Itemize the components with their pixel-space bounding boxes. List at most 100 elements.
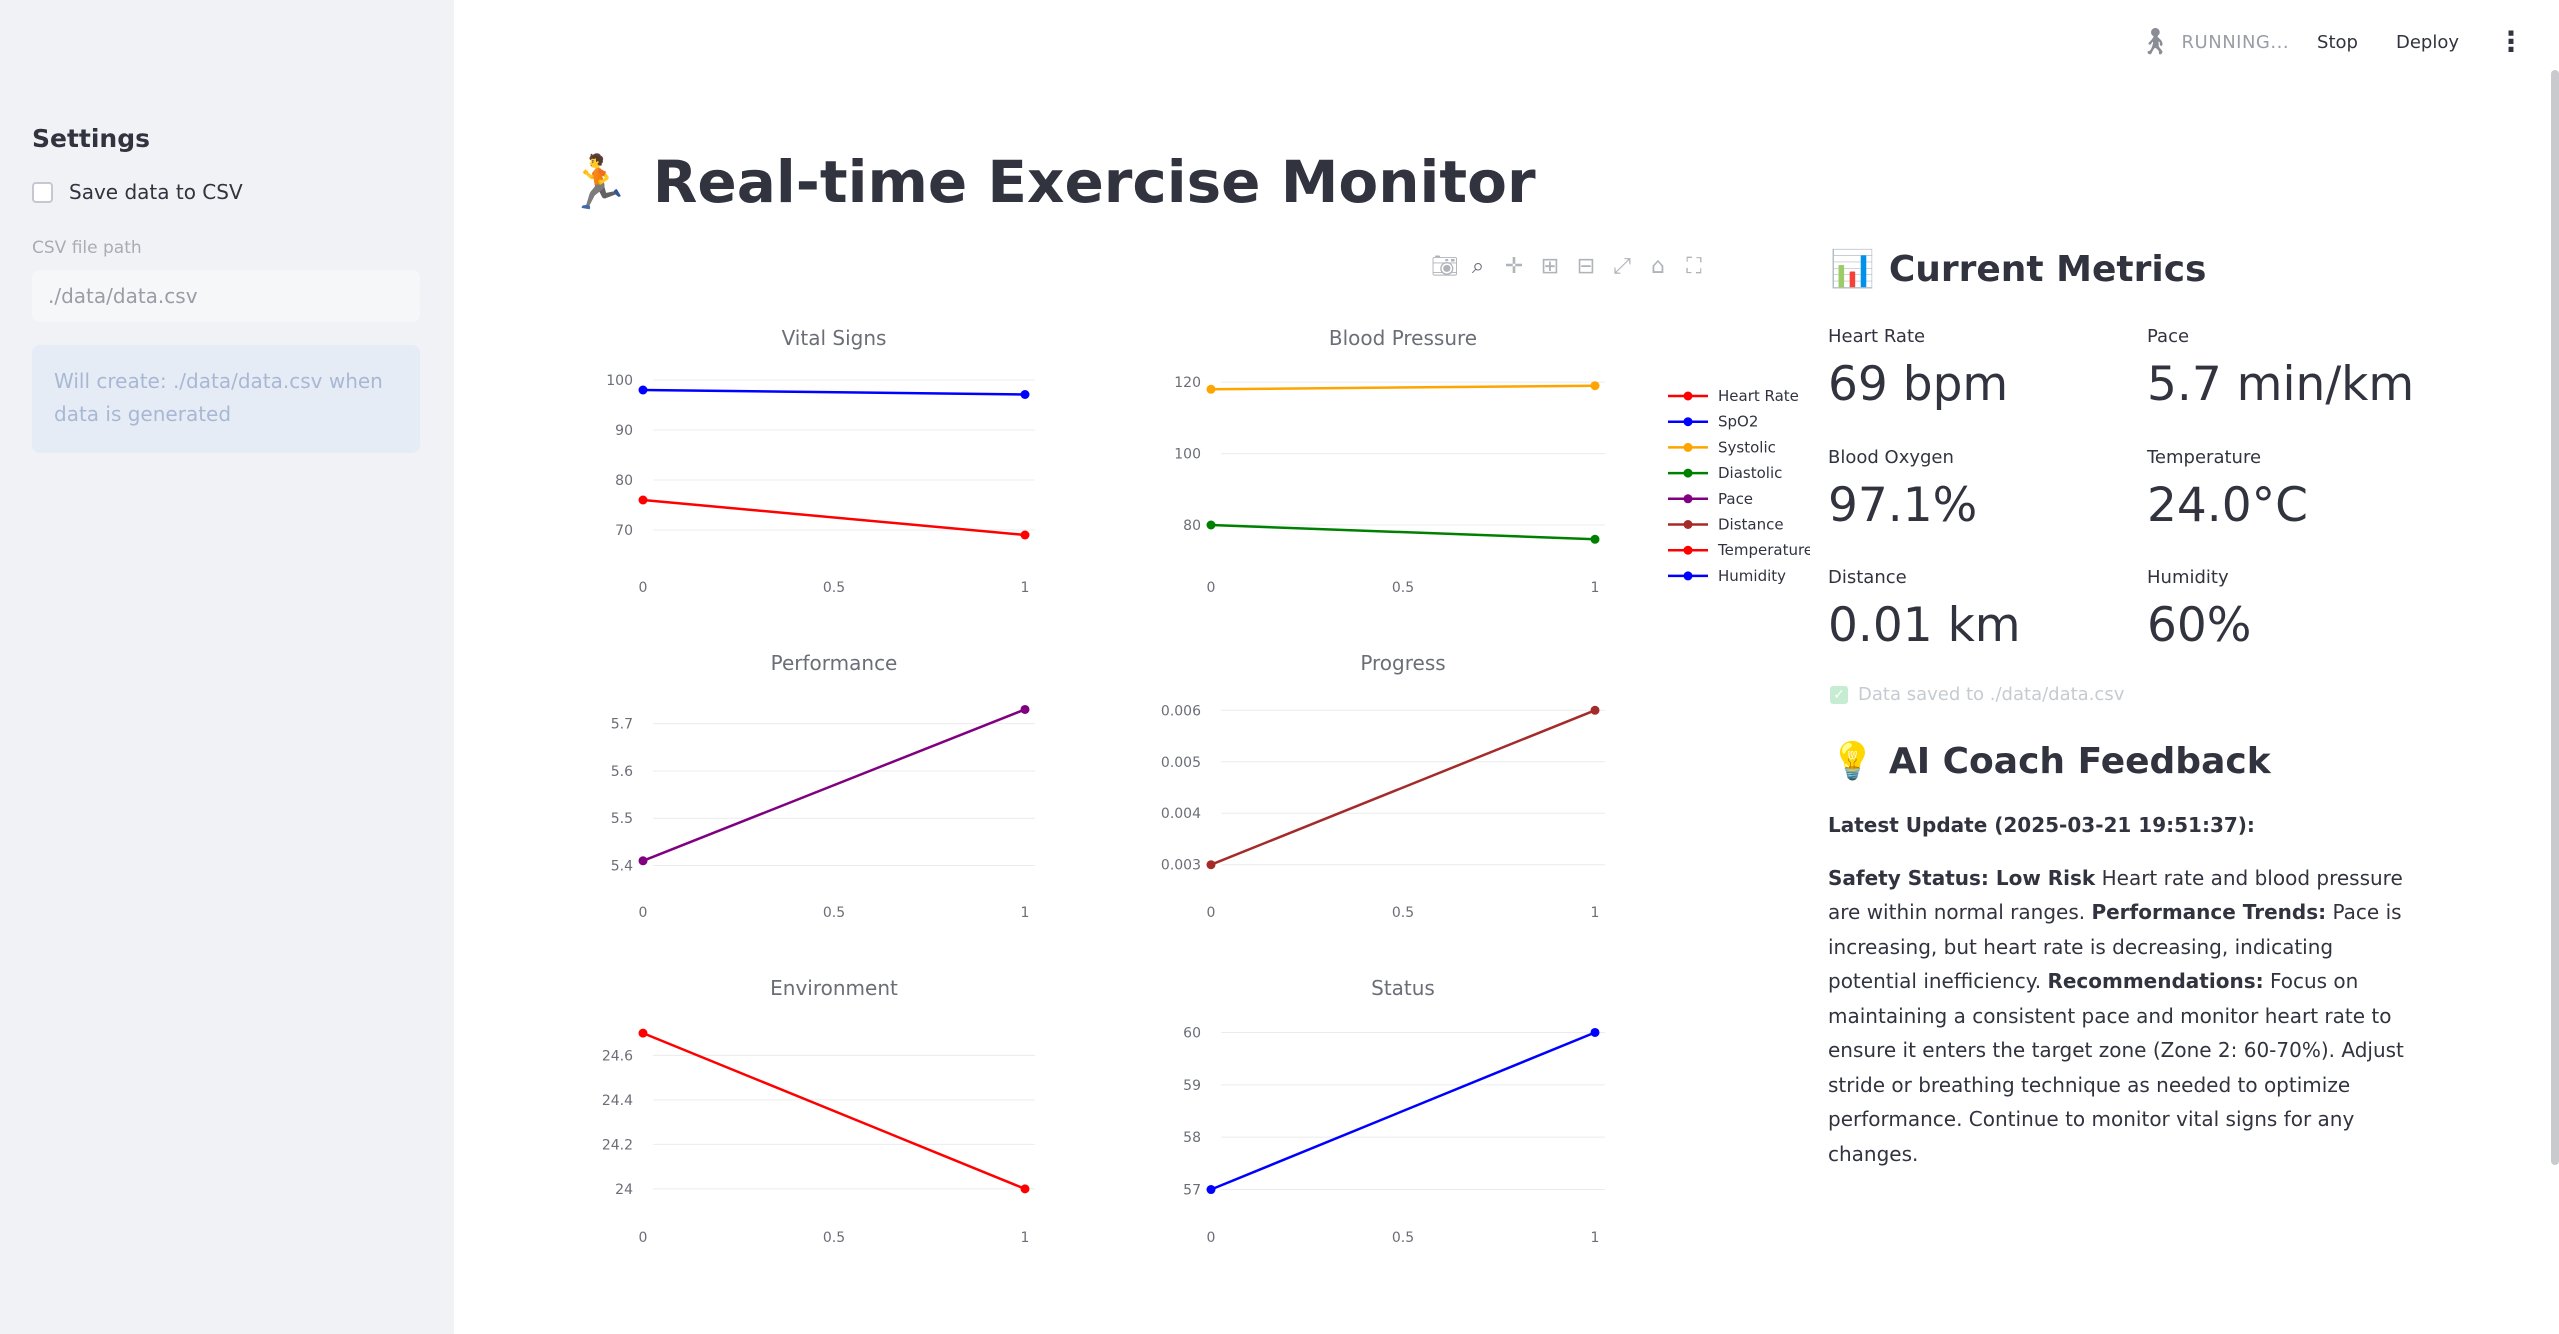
perf-text: Pace is increasing, but heart rate is de… — [1828, 900, 2402, 993]
x-tick-label: 1 — [1021, 580, 1030, 596]
x-tick-label: 0.5 — [823, 580, 845, 596]
x-tick-label: 1 — [1021, 1230, 1030, 1246]
metric-value: 24.0°C — [2147, 478, 2308, 533]
series-line — [642, 708, 1026, 862]
data-point — [1590, 381, 1600, 391]
series-line — [1210, 384, 1596, 391]
rec-text: Focus on maintaining a consistent pace a… — [1828, 969, 2404, 1166]
autoscale-icon[interactable]: ⤢ — [1613, 254, 1631, 279]
checkbox-box[interactable] — [32, 181, 53, 203]
fullscreen-icon[interactable]: ⛶ — [1686, 254, 1702, 279]
deploy-button[interactable]: Deploy — [2395, 31, 2459, 53]
running-person-icon: 🚶︎ — [2138, 27, 2172, 57]
page-title-text: Real-time Exercise Monitor — [652, 148, 1536, 216]
top-toolbar: 🚶︎ RUNNING... Stop Deploy ⋮ — [2139, 26, 2525, 58]
chart-title: Vital Signs — [782, 326, 887, 350]
metric-label: Pace — [2147, 326, 2190, 347]
series-line — [642, 498, 1026, 537]
legend-label: Heart Rate — [1718, 387, 1799, 405]
data-point — [1206, 1185, 1216, 1195]
legend-label: Temperature — [1717, 541, 1810, 559]
legend-marker — [1683, 417, 1693, 427]
legend-label: Diastolic — [1718, 464, 1782, 482]
zoom-icon[interactable]: ⌕ — [1471, 254, 1485, 279]
save-csv-checkbox[interactable]: Save data to CSV — [32, 180, 243, 204]
data-point — [1206, 860, 1216, 870]
coach-feedback: Latest Update (2025-03-21 19:51:37): Saf… — [1828, 808, 2428, 1189]
info-box: Will create: ./data/data.csv when data i… — [32, 345, 420, 453]
safety-text: Heart rate and blood pressure are within… — [1828, 865, 2403, 925]
data-point — [638, 1028, 648, 1038]
data-point — [1206, 520, 1216, 530]
x-tick-label: 0.5 — [823, 1230, 845, 1246]
data-point — [1590, 1027, 1600, 1037]
legend-label: Pace — [1718, 490, 1753, 508]
data-point — [638, 385, 648, 395]
coach-title: AI Coach Feedback — [1888, 740, 2271, 782]
metrics-title: Current Metrics — [1888, 248, 2207, 290]
legend-label: SpO2 — [1718, 413, 1758, 431]
csv-path-input[interactable]: ./data/data.csv — [32, 270, 420, 322]
y-tick-label: 57 — [1183, 1183, 1201, 1199]
rec-label: Recommendations: — [2047, 969, 2264, 993]
x-tick-label: 0 — [639, 1230, 648, 1246]
metric-temperature: Temperature 24.0°C — [2147, 447, 2308, 533]
data-point — [1020, 1184, 1030, 1194]
x-tick-label: 0 — [639, 580, 648, 596]
y-tick-label: 24 — [615, 1182, 633, 1198]
saved-note: ✓ Data saved to ./data/data.csv — [1830, 684, 2124, 705]
x-tick-label: 0.5 — [823, 905, 845, 921]
zoom-out-icon[interactable]: ⊟ — [1576, 254, 1596, 279]
y-tick-label: 5.6 — [611, 764, 633, 780]
y-tick-label: 100 — [606, 373, 633, 389]
legend-marker — [1683, 468, 1693, 478]
pan-icon[interactable]: ✛ — [1504, 254, 1524, 279]
legend-marker — [1683, 391, 1693, 401]
scrollbar[interactable] — [2551, 70, 2559, 1165]
zoom-in-icon[interactable]: ⊞ — [1540, 254, 1560, 279]
data-point — [638, 495, 648, 505]
y-tick-label: 0.004 — [1161, 806, 1201, 822]
data-point — [1590, 705, 1600, 715]
coach-heading: 💡 AI Coach Feedback — [1830, 740, 2271, 783]
chart-title: Progress — [1360, 651, 1445, 675]
chart-title: Status — [1371, 976, 1435, 1000]
y-tick-label: 24.6 — [602, 1048, 633, 1064]
legend-marker — [1683, 571, 1693, 581]
chart-title: Blood Pressure — [1329, 326, 1477, 350]
saved-note-text: Data saved to ./data/data.csv — [1858, 684, 2125, 705]
check-icon: ✓ — [1830, 685, 1848, 704]
main-menu-icon[interactable]: ⋮ — [2497, 25, 2525, 58]
stop-button[interactable]: Stop — [2317, 31, 2358, 53]
page-title: 🏃 Real-time Exercise Monitor — [566, 148, 1536, 216]
metrics-heading: 📊 Current Metrics — [1830, 248, 2207, 291]
x-tick-label: 1 — [1591, 580, 1600, 596]
metric-label: Heart Rate — [1828, 326, 1926, 347]
y-tick-label: 0.003 — [1161, 858, 1201, 874]
y-tick-label: 120 — [1174, 375, 1201, 391]
metric-value: 5.7 min/km — [2147, 357, 2415, 412]
save-csv-label[interactable]: Save data to CSV — [69, 180, 243, 204]
y-tick-label: 24.2 — [602, 1137, 633, 1153]
series-line — [1210, 1031, 1596, 1191]
series-line — [642, 1031, 1026, 1191]
legend-label: Distance — [1718, 516, 1784, 534]
safety-label: Safety Status: Low Risk — [1828, 865, 2096, 890]
metric-humidity: Humidity 60% — [2147, 567, 2251, 653]
x-tick-label: 0.5 — [1392, 1230, 1414, 1246]
y-tick-label: 59 — [1183, 1078, 1201, 1094]
sidebar: Settings Save data to CSV CSV file path … — [0, 0, 454, 1334]
csv-path-label: CSV file path — [32, 238, 142, 258]
metric-label: Blood Oxygen — [1828, 447, 1954, 468]
data-point — [1020, 390, 1030, 399]
metric-value: 60% — [2147, 598, 2252, 653]
y-tick-label: 5.4 — [611, 859, 633, 875]
x-tick-label: 1 — [1591, 905, 1600, 921]
home-icon[interactable]: ⌂ — [1651, 254, 1665, 279]
y-tick-label: 24.4 — [602, 1093, 633, 1109]
legend-marker — [1683, 494, 1693, 504]
y-tick-label: 0.006 — [1161, 703, 1201, 719]
y-tick-label: 58 — [1183, 1130, 1201, 1146]
chart-title: Environment — [770, 976, 898, 1000]
